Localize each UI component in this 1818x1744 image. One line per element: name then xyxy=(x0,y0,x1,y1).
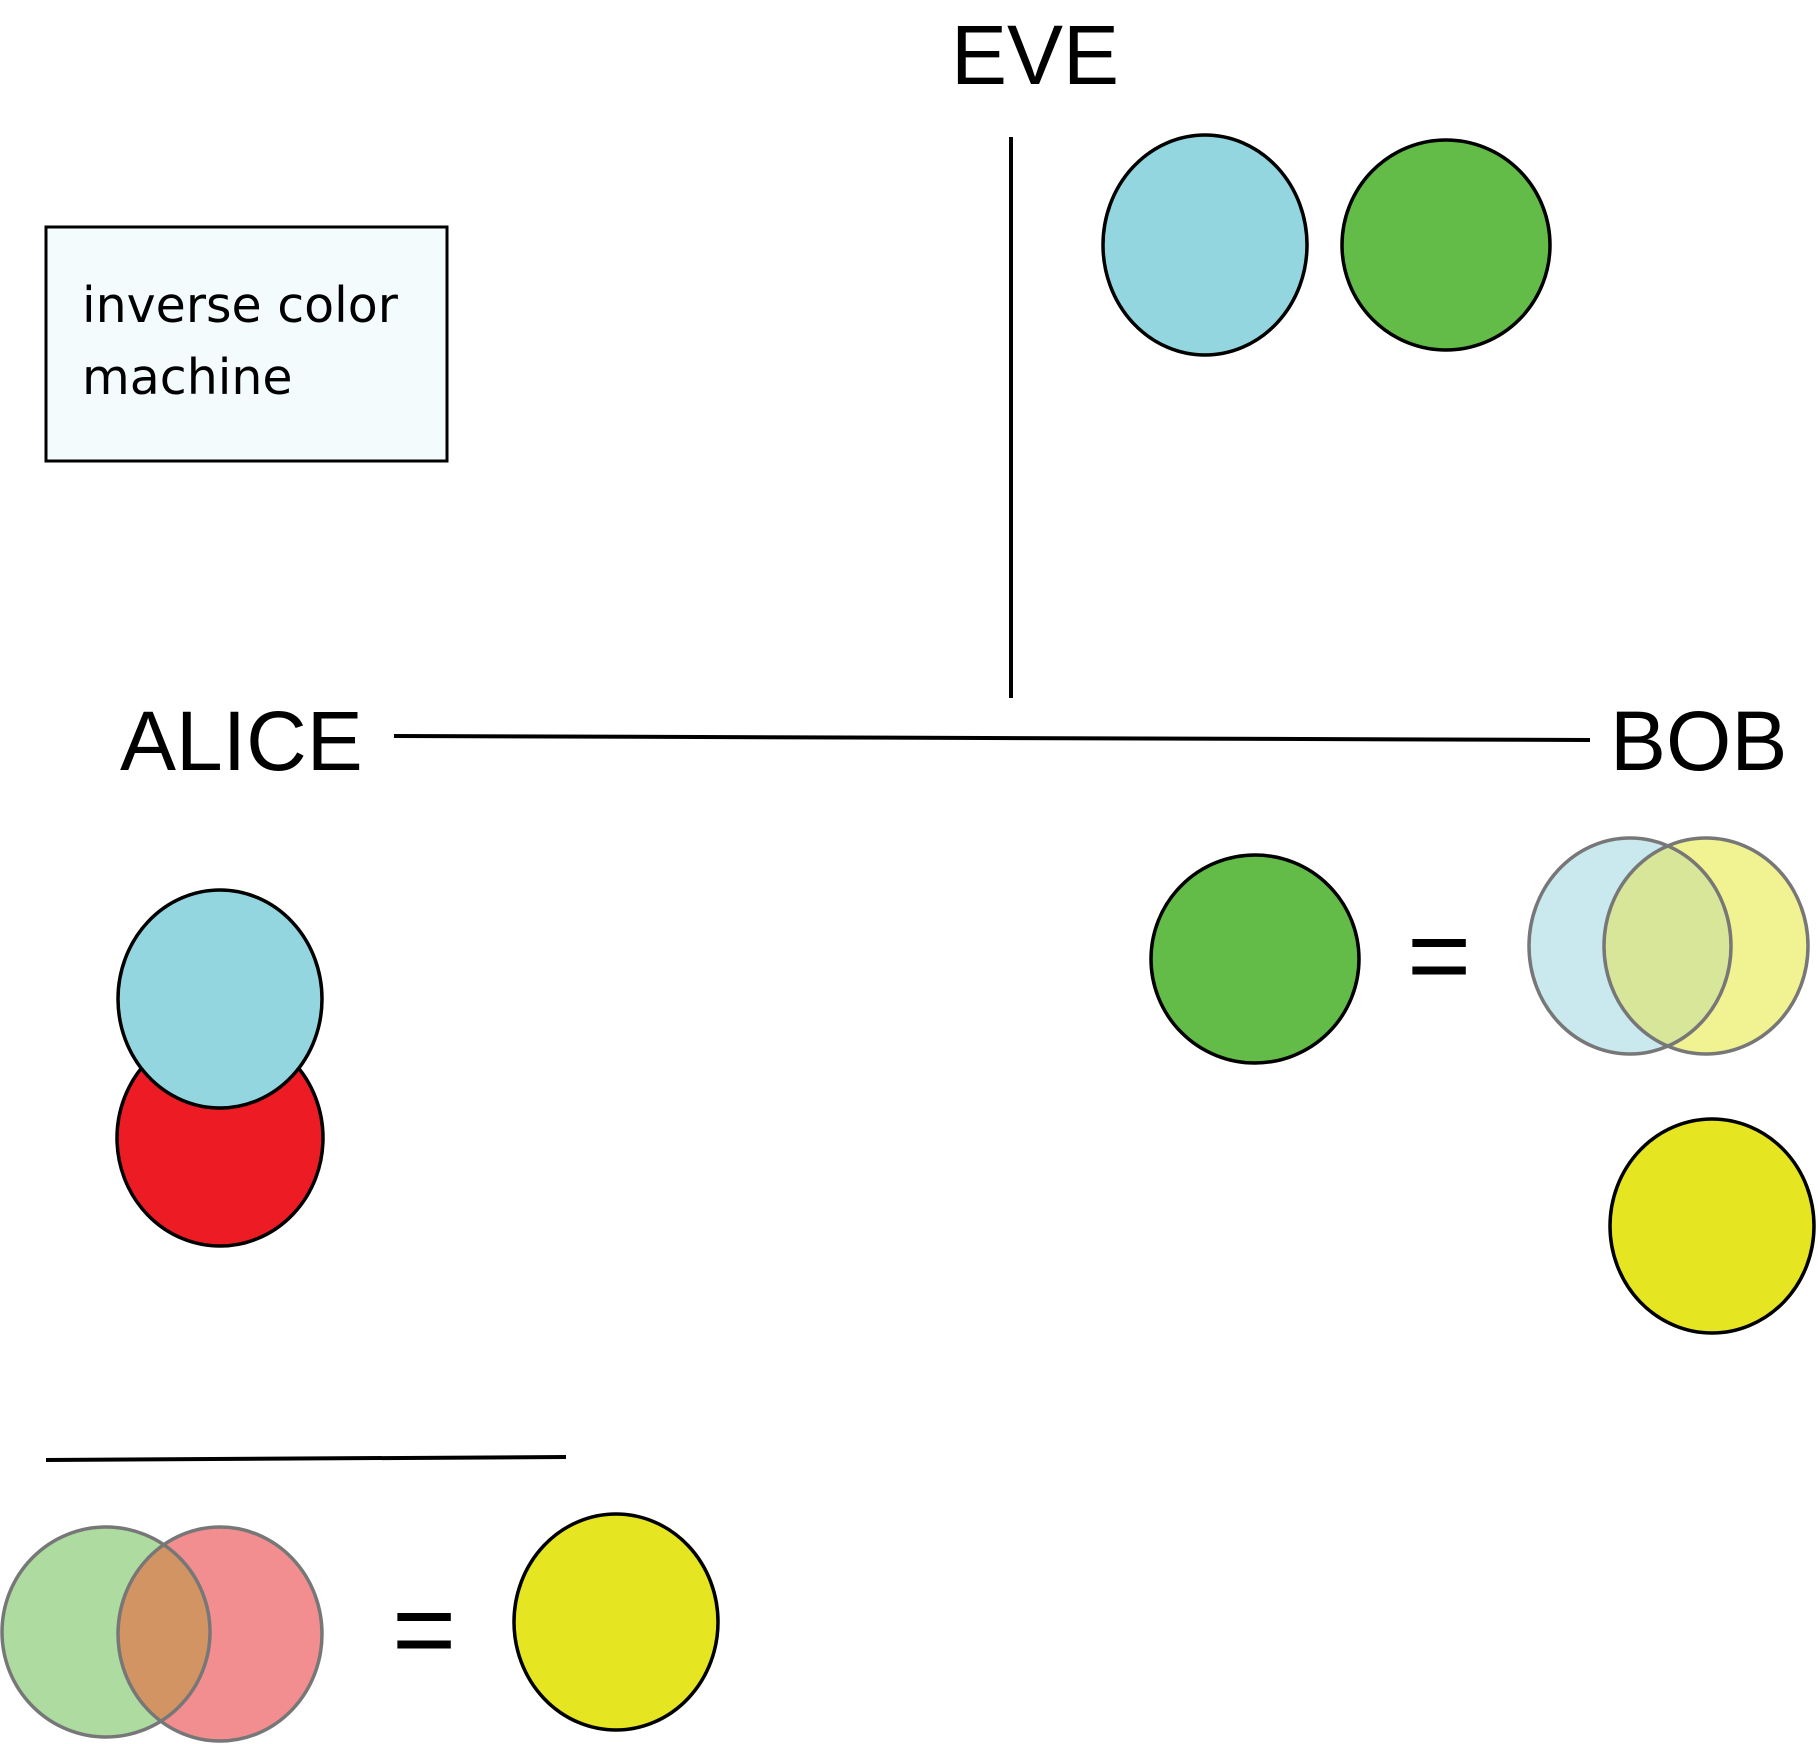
bob-blue-yellow-overlap xyxy=(1604,838,1731,1054)
bob-faded-yellow-outline xyxy=(1602,836,1810,1056)
bob-faded-light-blue-outline xyxy=(1527,836,1733,1056)
alice-green-red-overlap xyxy=(118,1527,210,1737)
bob-color-mix xyxy=(1527,836,1810,1056)
alice-color-mix xyxy=(0,1525,324,1743)
eve-green-circle xyxy=(1340,138,1552,352)
alice-light-blue-circle xyxy=(116,888,324,1110)
alice-bob-channel-line xyxy=(393,734,1591,742)
machine-box-label-line2: machine xyxy=(82,349,293,406)
bob-yellow-circle xyxy=(1608,1117,1816,1335)
bob-green-circle xyxy=(1149,853,1361,1065)
separator-line xyxy=(45,1455,567,1462)
alice-faded-green-outline xyxy=(0,1525,212,1739)
alice-label: ALICE xyxy=(120,694,363,788)
alice-yellow-circle xyxy=(512,1512,720,1732)
machine-box-label-line1: inverse color xyxy=(82,277,399,334)
bob-equals-sign: = xyxy=(1407,894,1471,1017)
alice-faded-red-outline xyxy=(116,1525,324,1743)
alice-equals-sign: = xyxy=(392,1568,456,1691)
eve-label: EVE xyxy=(951,8,1119,102)
eve-light-blue-circle xyxy=(1101,133,1309,357)
bob-label: BOB xyxy=(1610,694,1787,788)
inverse-color-machine-box xyxy=(44,225,449,463)
